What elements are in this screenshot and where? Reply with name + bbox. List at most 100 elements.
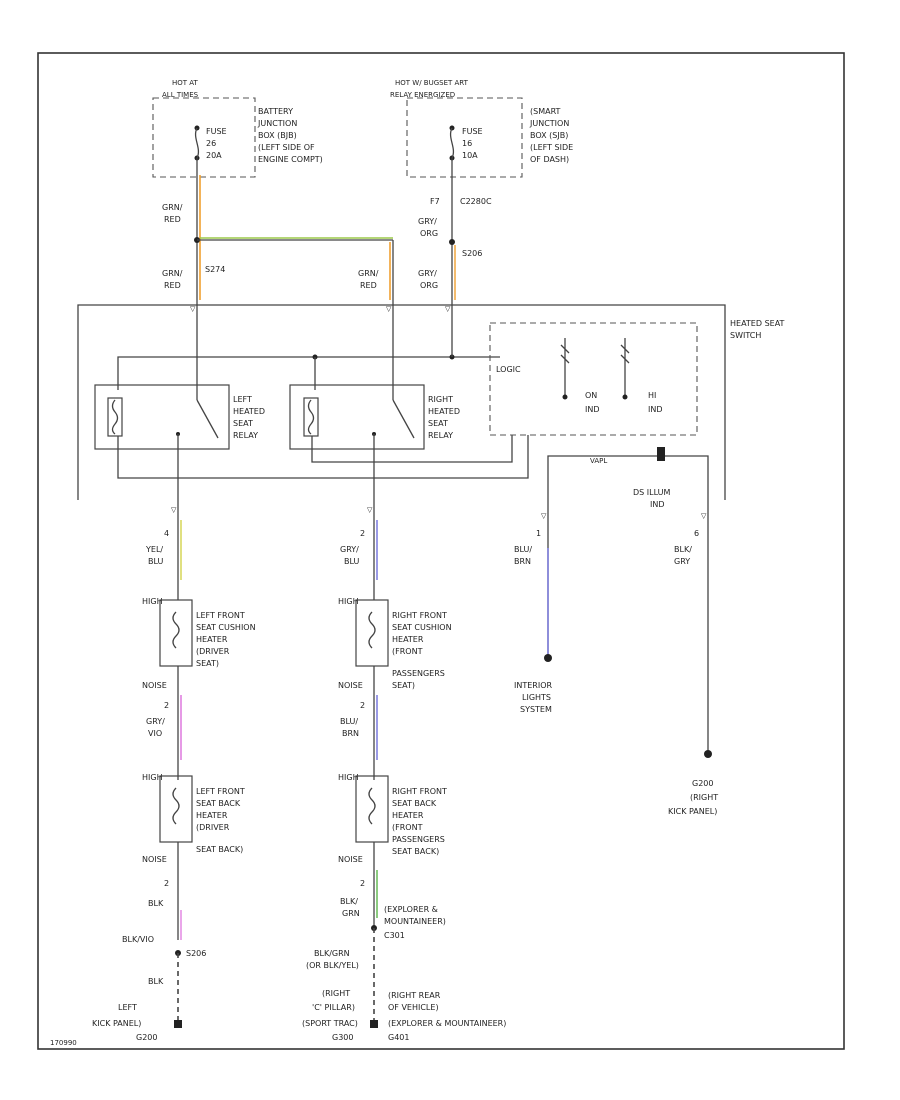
mid-splice: C301 [384, 931, 405, 940]
mid-gnd-left-2: 'C' PILLAR) [312, 1003, 355, 1012]
right-relay-box [289, 384, 425, 450]
right-dest-2: LIGHTS [522, 693, 551, 702]
mid-gnd-left-4: G300 [332, 1033, 353, 1042]
left-relay-box [94, 384, 230, 450]
left-cushion-3: HEATER [196, 635, 228, 644]
left-ground-symbol [174, 1020, 182, 1028]
left-fuse-block: HOT AT ALL TIMES FUSE 26 20A BATTERY JUN… [152, 79, 323, 178]
left-wire5: BLK [148, 977, 164, 986]
right-ground-2: (RIGHT [690, 793, 718, 802]
grn-red-l2: RED [164, 281, 181, 290]
left-ground-1: LEFT [118, 1003, 137, 1012]
right-wire-b2: GRY [674, 557, 690, 566]
left-noise-1: NOISE [142, 681, 167, 690]
mid-cushion-6: SEAT) [392, 681, 415, 690]
right-back-heater [355, 775, 389, 843]
grn-red-top-1: GRN/ [162, 203, 183, 212]
mid-wire4-2: (OR BLK/YEL) [306, 961, 359, 970]
mid-wire2-1: BLU/ [340, 717, 358, 726]
gry-org-r1: GRY/ [418, 269, 437, 278]
grn-red-top-2: RED [164, 215, 181, 224]
mid-wire1-2: BLU [344, 557, 360, 566]
left-ground-2: KICK PANEL) [92, 1019, 141, 1028]
svg-text:▽: ▽ [367, 506, 373, 514]
left-ground-3: G200 [136, 1033, 157, 1042]
mid-high-2: HIGH [338, 773, 359, 782]
left-back-heater [159, 775, 193, 843]
illum-label-1: DS ILLUM [633, 488, 671, 497]
left-cushion-heater [159, 599, 193, 667]
gry-org-top-1: GRY/ [418, 217, 437, 226]
logic-label: LOGIC [496, 365, 521, 374]
mid-wire1-1: GRY/ [340, 545, 359, 554]
left-wire2-2: VIO [148, 729, 162, 738]
left-wire1-1: YEL/ [145, 545, 163, 554]
mid-gnd-left-3: (SPORT TRAC) [302, 1019, 358, 1028]
left-fuse-header-2: ALL TIMES [162, 91, 199, 99]
left-pin-bot: 2 [164, 879, 169, 888]
left-fuse-label-1: FUSE [206, 127, 227, 136]
left-wire1-2: BLU [148, 557, 164, 566]
left-splice: S206 [186, 949, 206, 958]
right-fuse-box-outline [406, 97, 523, 178]
switch-output-chain: ▽ 1 BLU/ BRN INTERIOR LIGHTS SYSTEM ▽ 6 … [514, 505, 718, 816]
right-box-label-2: JUNCTION [529, 119, 569, 128]
on-ind-2: IND [585, 405, 600, 414]
right-seat-chain: ▽ 2 GRY/ BLU HIGH RIGHT FRONT SEAT CUSHI… [302, 434, 506, 1042]
left-high-1: HIGH [142, 597, 163, 606]
svg-text:▽: ▽ [171, 506, 177, 514]
svg-text:▽: ▽ [541, 512, 547, 520]
left-cushion-1: LEFT FRONT [196, 611, 245, 620]
grn-red-m1: GRN/ [358, 269, 379, 278]
mid-noise-2: NOISE [338, 855, 363, 864]
switch-name-2: SWITCH [730, 331, 761, 340]
mid-back-5: PASSENGERS [392, 835, 445, 844]
svg-text:▽: ▽ [386, 305, 392, 313]
right-wire-a1: BLU/ [514, 545, 532, 554]
switch-name-1: HEATED SEAT [730, 319, 785, 328]
mid-cushion-3: HEATER [392, 635, 424, 644]
right-relay-label-1: RIGHT [428, 395, 453, 404]
mid-wire3-2: GRN [342, 909, 360, 918]
left-fuse-header-1: HOT AT [172, 79, 199, 87]
left-box-label-3: BOX (BJB) [258, 131, 297, 140]
svg-text:▽: ▽ [190, 305, 196, 313]
mid-cushion-4: (FRONT [392, 647, 423, 656]
right-dest-1: INTERIOR [514, 681, 553, 690]
left-wire4: BLK/VIO [122, 935, 154, 944]
mid-back-4: (FRONT [392, 823, 423, 832]
mid-note-1: (EXPLORER & [384, 905, 438, 914]
hi-ind-1: HI [648, 391, 656, 400]
logic-block [489, 322, 698, 436]
heated-seat-switch: HEATED SEAT SWITCH ▽ ▽ ▽ LEFT HEATED SEA… [77, 300, 785, 509]
left-back-4: (DRIVER [196, 823, 230, 832]
mid-gnd-right-3: (EXPLORER & MOUNTAINEER) [388, 1019, 506, 1028]
left-relay-label-2: HEATED [233, 407, 265, 416]
grn-red-m2: RED [360, 281, 377, 290]
left-wire3: BLK [148, 899, 164, 908]
left-back-2: SEAT BACK [196, 799, 241, 808]
left-fuse-label-3: 20A [206, 151, 222, 160]
mid-high-1: HIGH [338, 597, 359, 606]
right-pin-b: 6 [694, 529, 699, 538]
feed-wires: GRN/ RED S274 F7 C2280C GRY/ ORG S206 GR… [162, 158, 492, 300]
right-box-label-5: OF DASH) [530, 155, 569, 164]
left-cushion-5: SEAT) [196, 659, 219, 668]
mid-gnd-right-2: OF VEHICLE) [388, 1003, 439, 1012]
svg-text:▽: ▽ [701, 512, 707, 520]
right-fuse-label-1: FUSE [462, 127, 483, 136]
mid-pin-bot: 2 [360, 879, 365, 888]
right-ground-1: G200 [692, 779, 713, 788]
left-fuse-box-outline [152, 97, 256, 178]
svg-text:▽: ▽ [445, 305, 451, 313]
right-box-label-4: (LEFT SIDE [530, 143, 573, 152]
diagram-frame [37, 52, 845, 1050]
right-fuse-label-2: 16 [462, 139, 472, 148]
right-wire-a2: BRN [514, 557, 531, 566]
mid-gnd-left-1: (RIGHT [322, 989, 350, 998]
right-fuse-label-3: 10A [462, 151, 478, 160]
right-relay-label-2: HEATED [428, 407, 460, 416]
mid-back-6: SEAT BACK) [392, 847, 439, 856]
footer-code: 170990 [50, 1039, 77, 1047]
mid-pin-mid: 2 [360, 701, 365, 710]
